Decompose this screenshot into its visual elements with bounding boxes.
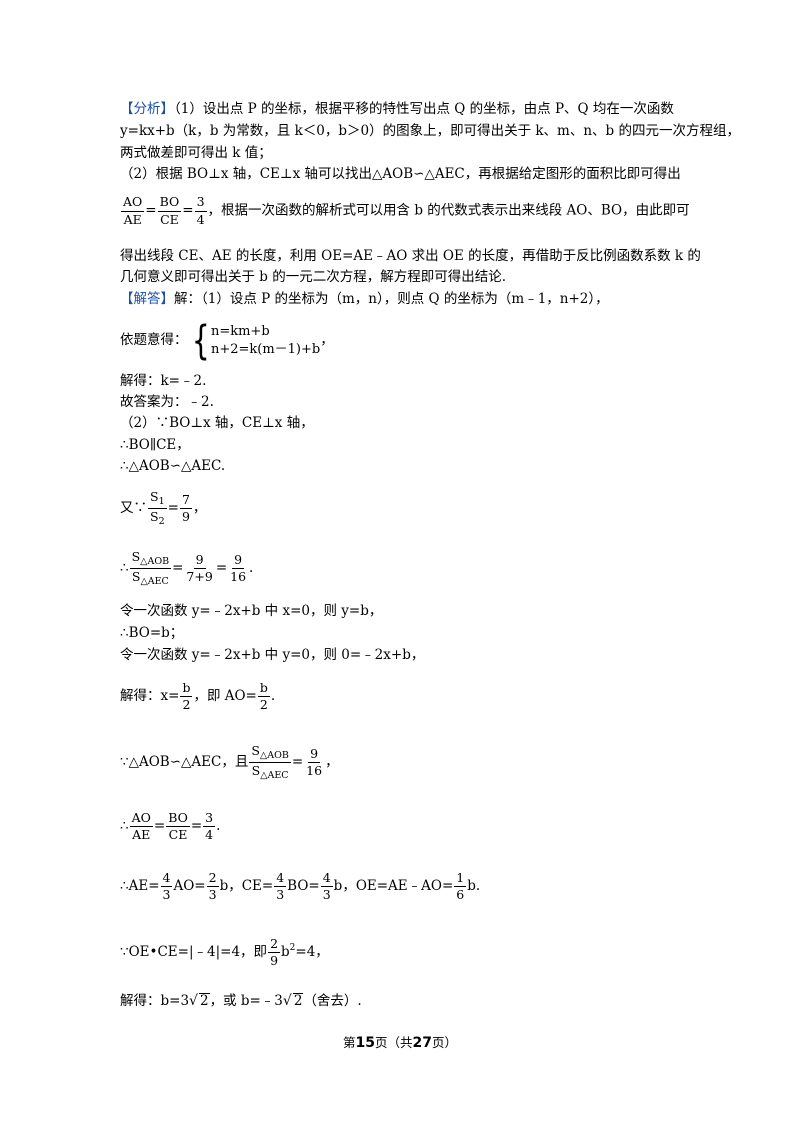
solution-line-k: 解得：k=﹣2. <box>120 373 207 389</box>
sqrt-symbol: √ <box>282 993 292 1009</box>
analysis-line-2: y=kx+b（k，b 为常数，且 k＜0，b＞0）的图象上，即可得出关于 k、m… <box>120 123 740 139</box>
page-number: 15 <box>355 1035 375 1051</box>
analysis-tag: 【分析】 <box>120 101 174 117</box>
analysis-line-1: 【分析】（1）设出点 P 的坐标，根据平移的特性写出点 Q 的坐标，由点 P、Q… <box>120 98 674 120</box>
page-footer: 第15页（共27页） <box>342 1035 457 1051</box>
total-pages: 27 <box>412 1035 432 1051</box>
solution-line-answer: 故答案为：﹣2. <box>120 394 214 410</box>
solution-line-parallel: ∴BO∥CE， <box>120 437 190 453</box>
solution-tag: 【解答】 <box>120 291 174 307</box>
analysis-line-7: 几何意义即可得出关于 b 的一元二次方程，解方程即可得出结论. <box>120 269 507 285</box>
solution-line-part2: （2）∵BO⊥x 轴，CE⊥x 轴， <box>120 415 314 431</box>
analysis-line-3: 两式做差即可得出 k 值； <box>120 145 272 161</box>
solution-line-final: 解得：b=3√2，或 b=﹣3√2（舍去）. <box>120 993 362 1009</box>
sqrt-symbol: √ <box>189 993 198 1009</box>
analysis-text: ，根据一次函数的解析式可以用含 b 的代数式表示出来线段 AO、BO，由此即可 <box>207 202 690 219</box>
analysis-line-4: （2）根据 BO⊥x 轴，CE⊥x 轴可以找出△AOB∽△AEC，再根据给定图形… <box>120 166 681 182</box>
analysis-text: （1）设出点 P 的坐标，根据平移的特性写出点 Q 的坐标，由点 P、Q 均在一… <box>174 101 674 117</box>
solution-line-1: 【解答】解：（1）设点 P 的坐标为（m，n），则点 Q 的坐标为（m﹣1，n+… <box>120 291 609 307</box>
solution-line-bo: ∴BO=b； <box>120 625 184 641</box>
solution-line-similar: ∴△AOB∽△AEC. <box>120 458 226 474</box>
analysis-line-6: 得出线段 CE、AE 的长度，利用 OE=AE﹣AO 求出 OE 的长度，再借助… <box>120 248 701 264</box>
solution-line-y0: 令一次函数 y=﹣2x+b 中 y=0，则 0=﹣2x+b， <box>120 647 425 663</box>
solution-line-x0: 令一次函数 y=﹣2x+b 中 x=0，则 y=b， <box>120 603 383 619</box>
